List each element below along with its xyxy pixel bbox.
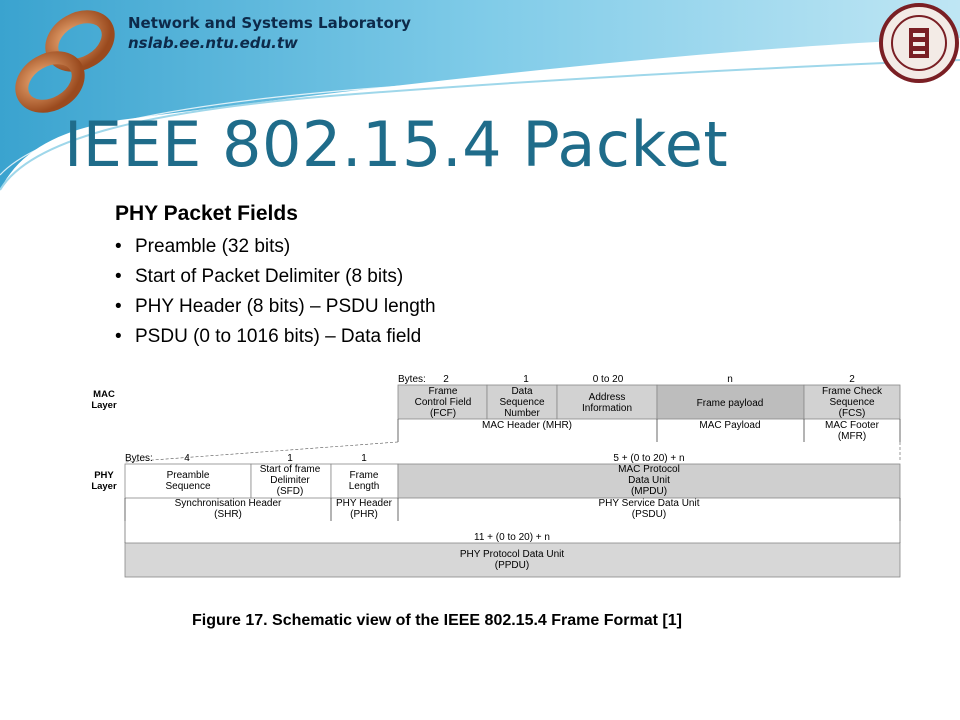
phy-bytes-label: Bytes: [125, 453, 153, 464]
mac-group-label: MAC Payload [699, 420, 760, 431]
mac-field-label: Frame payload [697, 398, 764, 409]
phy-byte-count: 1 [361, 453, 367, 464]
university-seal-icon [879, 3, 959, 83]
ppdu-box [124, 542, 901, 578]
lab-url: nslab.ee.ntu.edu.tw [128, 34, 298, 52]
phy-group-label: PHY Header(PHR) [336, 498, 393, 520]
phy-group-label: Synchronisation Header(SHR) [175, 498, 282, 520]
bullet-item: Start of Packet Delimiter (8 bits) [115, 262, 436, 292]
ppdu-bytes-label: 11 + (0 to 20) + n [474, 532, 550, 543]
figure-caption: Figure 17. Schematic view of the IEEE 80… [192, 612, 682, 629]
mac-bytes-label: Bytes: [398, 374, 426, 385]
mac-field-box [803, 384, 901, 420]
mac-byte-count: 2 [849, 374, 855, 385]
phy-byte-count: 1 [287, 453, 293, 464]
lab-logo-icon [15, 10, 115, 113]
bullet-list: Preamble (32 bits) Start of Packet Delim… [115, 232, 436, 352]
ppdu-label: PHY Protocol Data Unit(PPDU) [460, 549, 565, 571]
phy-group-label: PHY Service Data Unit(PSDU) [599, 498, 700, 520]
bullet-item: Preamble (32 bits) [115, 232, 436, 262]
mac-byte-count: 1 [523, 374, 529, 385]
mac-field-box [656, 384, 805, 420]
slide-title: IEEE 802.15.4 Packet [64, 108, 729, 181]
phy-field-box [397, 463, 901, 499]
mac-byte-count: 0 to 20 [593, 374, 624, 385]
section-title: PHY Packet Fields [115, 202, 298, 225]
phy-byte-count: 5 + (0 to 20) + n [613, 453, 684, 464]
phy-field-box [250, 463, 332, 499]
bullet-item: PHY Header (8 bits) – PSDU length [115, 292, 436, 322]
bullet-item: PSDU (0 to 1016 bits) – Data field [115, 322, 436, 352]
lab-header: Network and Systems Laboratory nslab.ee.… [128, 14, 411, 52]
mac-group-label: MAC Footer(MFR) [825, 420, 880, 442]
phy-field-box [330, 463, 399, 499]
mac-field-box [556, 384, 658, 420]
mac-group-label: MAC Header (MHR) [482, 420, 572, 431]
mac-byte-count: 2 [443, 374, 449, 385]
phy-byte-count: 4 [184, 453, 190, 464]
lab-name: Network and Systems Laboratory [128, 14, 411, 32]
phy-field-box [124, 463, 252, 499]
mac-byte-count: n [727, 374, 733, 385]
